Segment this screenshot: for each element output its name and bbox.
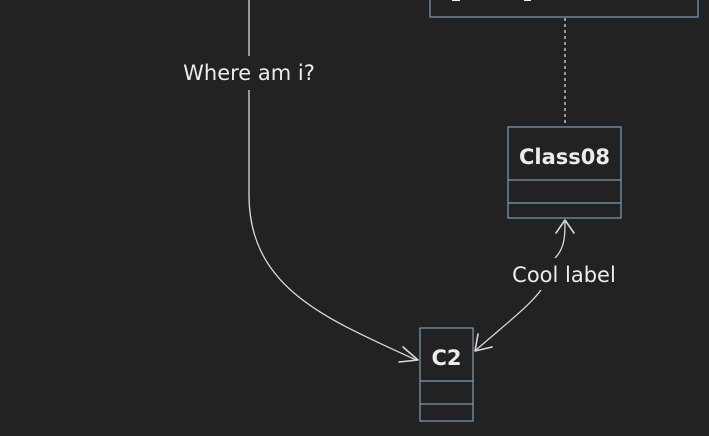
class-c2-box	[419, 327, 474, 422]
edge-label-where-am-i: Where am i?	[183, 61, 315, 85]
class-class08-title: Class08	[519, 145, 610, 169]
class-c2[interactable]: C2	[419, 327, 474, 422]
edge-label-cool-label-group: Cool label	[502, 258, 626, 290]
class-class08[interactable]: Class08	[507, 126, 622, 219]
edge-where-am-i-arrowhead	[398, 346, 419, 363]
class-class08-box	[507, 126, 622, 219]
edge-cool-label-arrowhead-bottom	[474, 333, 493, 352]
class-top-partial[interactable]	[429, 0, 699, 18]
edge-cool-label-upper	[554, 221, 566, 259]
edge-label-where-am-i-group: Where am i?	[172, 56, 326, 90]
edge-label-where-am-i-bg	[172, 56, 326, 90]
edge-label-cool-label: Cool label	[512, 263, 616, 287]
class-top-partial-box	[429, 0, 699, 18]
edge-where-am-i	[248, 0, 417, 361]
edge-label-cool-label-bg	[502, 258, 626, 290]
edge-cool-label-arrowhead-top	[555, 219, 575, 234]
class-top-partial-glyph-2	[524, 0, 531, 1]
class-c2-title: C2	[431, 346, 461, 370]
class-top-partial-glyph	[452, 0, 460, 1]
